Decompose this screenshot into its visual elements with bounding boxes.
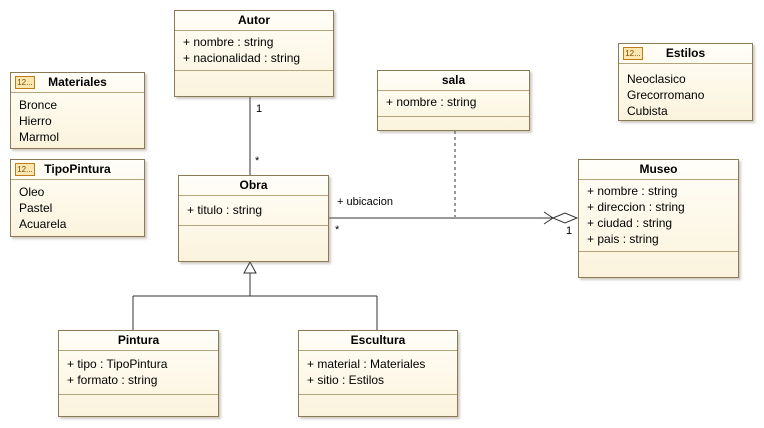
attributes-section: + material : Materiales + sitio : Estilo… — [299, 351, 457, 395]
generalization-arrowhead — [243, 260, 257, 274]
class-name: sala — [378, 71, 529, 91]
attribute: + direccion : string — [587, 200, 685, 214]
class-name: Obra — [179, 176, 328, 196]
enum-literals: Bronce Hierro Marmol — [11, 93, 144, 149]
class-obra[interactable]: Obra + titulo : string — [178, 175, 329, 262]
attribute: + tipo : TipoPintura — [67, 357, 168, 371]
class-museo[interactable]: Museo + nombre : string + direccion : st… — [578, 159, 739, 278]
attribute: + titulo : string — [187, 203, 263, 217]
enum-literal: Neoclasico — [627, 72, 686, 86]
enumeration-icon: 12... — [623, 47, 643, 60]
enumeration-icon: 12... — [15, 163, 35, 176]
enum-header: 12... Materiales — [11, 73, 144, 93]
enum-literal: Grecorromano — [627, 88, 705, 102]
enum-literal: Acuarela — [19, 217, 67, 231]
autor-multiplicity: 1 — [256, 103, 263, 115]
enum-name: Materiales — [48, 75, 107, 89]
enum-name: TipoPintura — [44, 162, 111, 176]
operations-section — [299, 395, 457, 401]
attribute: + ciudad : string — [587, 216, 673, 230]
operations-section — [579, 252, 738, 258]
enum-header: 12... TipoPintura — [11, 160, 144, 180]
operations-section — [378, 117, 529, 123]
ubicacion-role-label: + ubicacion — [337, 196, 393, 208]
enumeration-icon: 12... — [15, 76, 35, 89]
attributes-section: + nombre : string + direccion : string +… — [579, 180, 738, 252]
enum-literals: Oleo Pastel Acuarela — [11, 180, 144, 236]
obra-autor-multiplicity: * — [255, 155, 260, 167]
operations-section — [59, 395, 218, 401]
class-name: Museo — [579, 160, 738, 180]
obra-museo-multiplicity: * — [335, 224, 340, 236]
class-sala[interactable]: sala + nombre : string — [377, 70, 530, 131]
class-name: Escultura — [299, 331, 457, 351]
enum-estilos[interactable]: 12... Estilos Neoclasico Grecorromano Cu… — [618, 43, 753, 121]
enum-literal: Marmol — [19, 130, 60, 144]
class-autor[interactable]: Autor + nombre : string + nacionalidad :… — [174, 10, 334, 97]
attributes-section: + nombre : string + nacionalidad : strin… — [175, 31, 333, 71]
attribute: + formato : string — [67, 373, 158, 387]
attribute: + nombre : string — [587, 184, 678, 198]
attribute: + material : Materiales — [307, 357, 426, 371]
aggregation-diamond — [551, 212, 579, 224]
operations-section — [179, 226, 328, 232]
enum-literal: Pastel — [19, 201, 53, 215]
enum-literal: Hierro — [19, 114, 52, 128]
attributes-section: + nombre : string — [378, 91, 529, 117]
class-escultura[interactable]: Escultura + material : Materiales + siti… — [298, 330, 458, 417]
class-name: Autor — [175, 11, 333, 31]
enum-literal: Bronce — [19, 98, 58, 112]
enum-literal: Oleo — [19, 185, 45, 199]
attributes-section: + titulo : string — [179, 196, 328, 226]
enum-literals: Neoclasico Grecorromano Cubista — [619, 64, 752, 123]
attribute: + pais : string — [587, 232, 659, 246]
enum-name: Estilos — [665, 46, 706, 60]
enum-header: 12... Estilos — [619, 44, 752, 64]
attribute: + sitio : Estilos — [307, 373, 385, 387]
attributes-section: + tipo : TipoPintura + formato : string — [59, 351, 218, 395]
class-pintura[interactable]: Pintura + tipo : TipoPintura + formato :… — [58, 330, 219, 417]
enum-tipopintura[interactable]: 12... TipoPintura Oleo Pastel Acuarela — [10, 159, 145, 237]
attribute: + nombre : string — [183, 35, 274, 49]
attribute: + nacionalidad : string — [183, 51, 301, 65]
enum-literal: Cubista — [627, 104, 668, 118]
enum-materiales[interactable]: 12... Materiales Bronce Hierro Marmol — [10, 72, 145, 149]
class-name: Pintura — [59, 331, 218, 351]
operations-section — [175, 71, 333, 77]
museo-multiplicity: 1 — [566, 225, 573, 237]
attribute: + nombre : string — [386, 95, 477, 109]
